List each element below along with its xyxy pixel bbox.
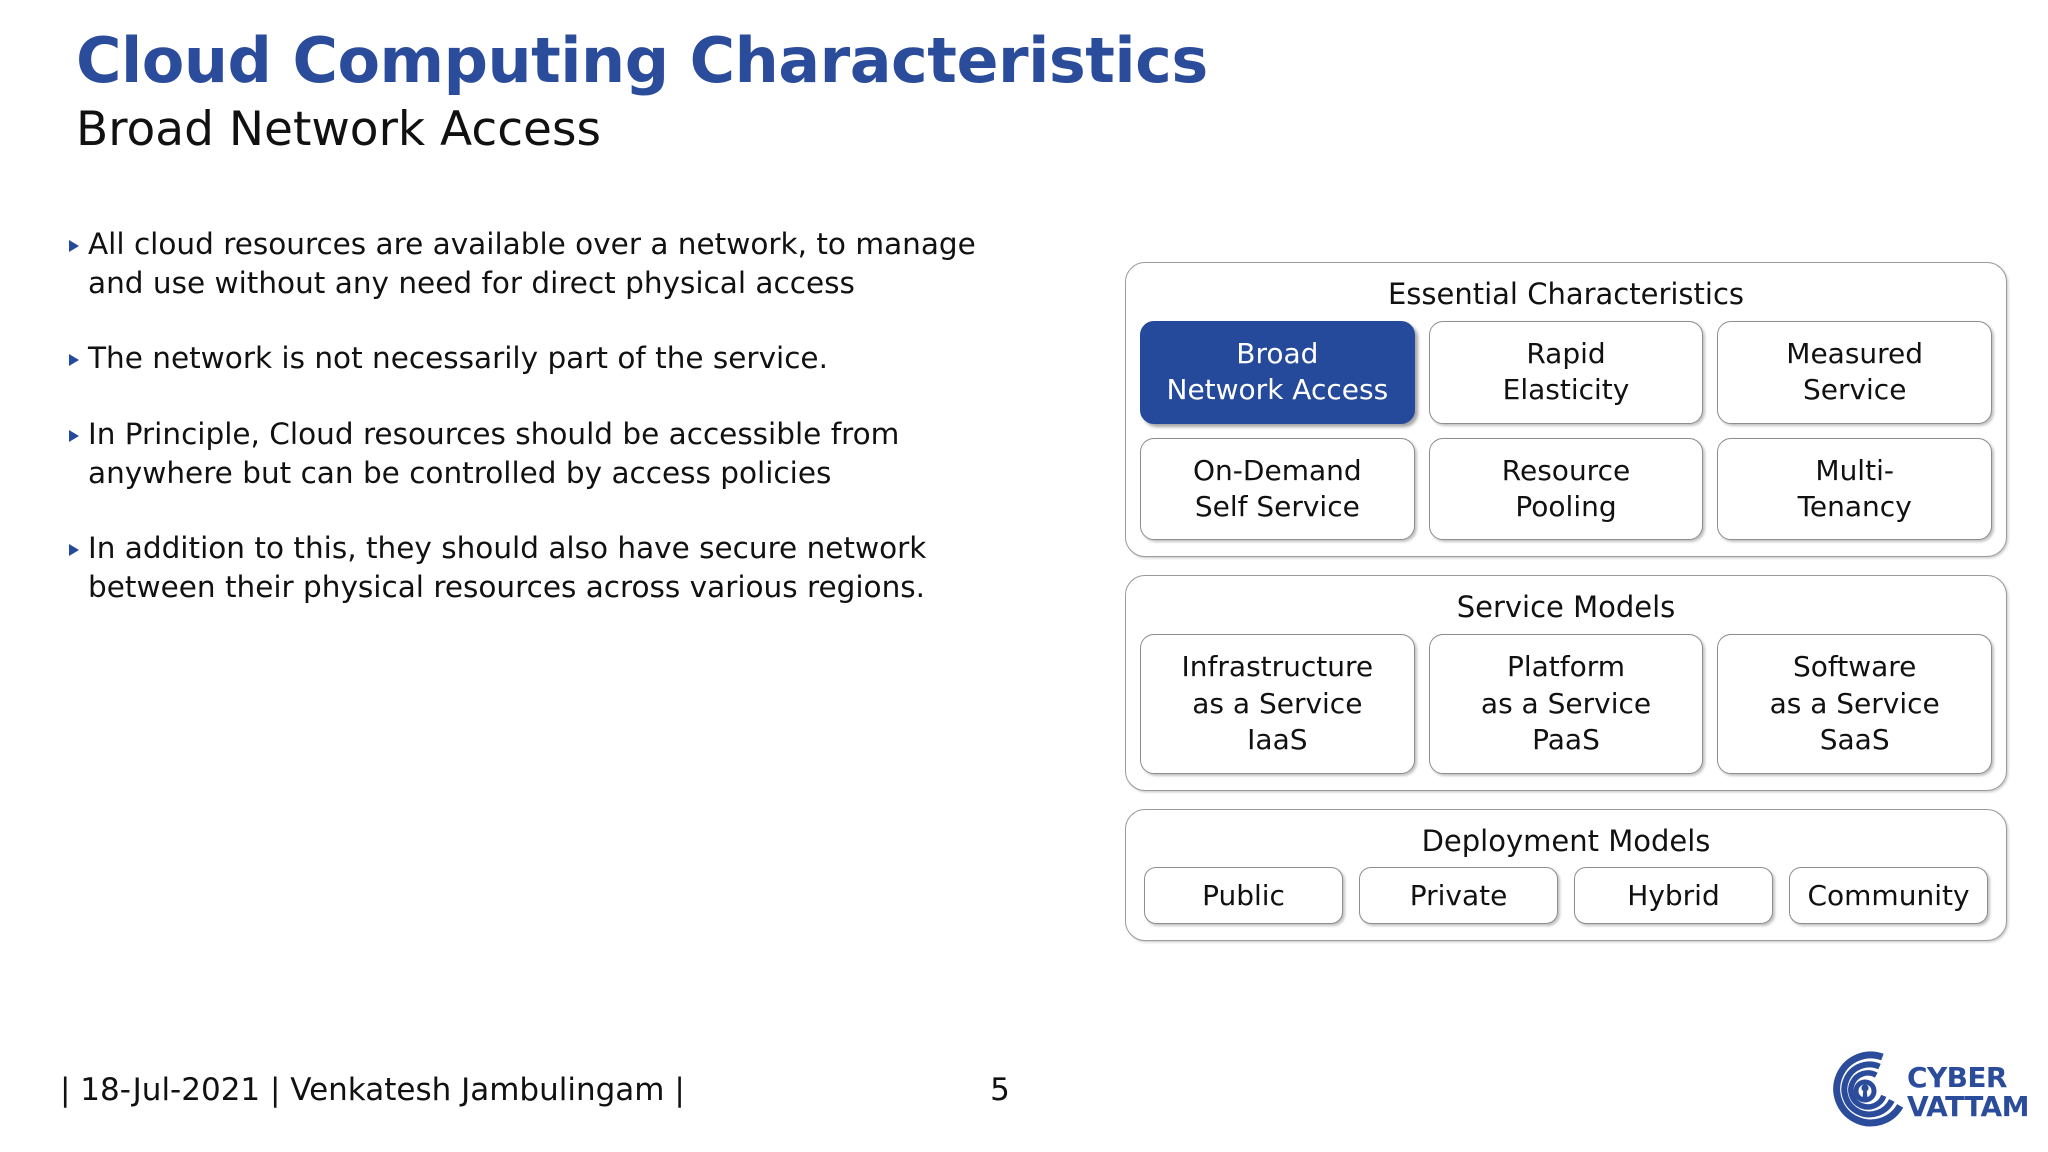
bullet-item: In Principle, Cloud resources should be … bbox=[66, 415, 1026, 493]
page-number: 5 bbox=[990, 1072, 1010, 1108]
node-line: PaaS bbox=[1532, 723, 1600, 757]
node-community[interactable]: Community bbox=[1789, 867, 1988, 925]
node-private[interactable]: Private bbox=[1359, 867, 1558, 925]
node-rapid-elasticity[interactable]: Rapid Elasticity bbox=[1428, 320, 1704, 424]
node-line: SaaS bbox=[1819, 723, 1890, 757]
brand-line-1: CYBER bbox=[1907, 1061, 2007, 1095]
triangle-bullet-icon bbox=[66, 542, 84, 558]
node-line: as a Service bbox=[1192, 686, 1363, 720]
cloud-model-diagram: Essential Characteristics Broad Network … bbox=[1125, 262, 2007, 959]
bullet-item: All cloud resources are available over a… bbox=[66, 225, 1026, 303]
triangle-bullet-icon bbox=[66, 352, 84, 368]
bullet-text: The network is not necessarily part of t… bbox=[88, 341, 828, 376]
node-line: On-Demand bbox=[1193, 453, 1362, 487]
panel-essential-characteristics: Essential Characteristics Broad Network … bbox=[1125, 262, 2007, 558]
triangle-bullet-icon bbox=[66, 428, 84, 444]
panel-row: Infrastructure as a Service IaaS Platfor… bbox=[1140, 634, 1993, 774]
node-line: Elasticity bbox=[1502, 373, 1630, 407]
node-line: IaaS bbox=[1247, 723, 1308, 757]
footer-credit: | 18-Jul-2021 | Venkatesh Jambulingam | bbox=[60, 1072, 685, 1108]
page-subtitle: Broad Network Access bbox=[76, 102, 601, 158]
node-multi-tenancy[interactable]: Multi- Tenancy bbox=[1717, 437, 1993, 541]
panel-row: Broad Network Access Rapid Elasticity Me… bbox=[1140, 320, 1993, 424]
node-line: Self Service bbox=[1194, 490, 1360, 524]
panel-title: Essential Characteristics bbox=[1387, 277, 1745, 311]
node-hybrid[interactable]: Hybrid bbox=[1574, 867, 1773, 925]
node-platform-as-a-service[interactable]: Platform as a Service PaaS bbox=[1428, 634, 1704, 774]
node-line: Platform bbox=[1506, 650, 1626, 684]
panel-row: On-Demand Self Service Resource Pooling … bbox=[1140, 437, 1993, 541]
panel-title: Service Models bbox=[1456, 590, 1676, 625]
brand-line-2: VATTAM bbox=[1907, 1090, 2029, 1123]
node-line: Infrastructure bbox=[1181, 650, 1374, 684]
node-line: as a Service bbox=[1480, 686, 1652, 720]
panel-row: Public Private Hybrid Community bbox=[1140, 867, 1992, 925]
node-line: as a Service bbox=[1769, 686, 1940, 720]
title-block: Cloud Computing Characteristics Broad Ne… bbox=[76, 26, 1376, 157]
node-broad-network-access[interactable]: Broad Network Access bbox=[1140, 320, 1415, 424]
brand-wordmark: CYBER VATTAM bbox=[1907, 1064, 2029, 1121]
node-line: Multi- bbox=[1815, 453, 1894, 487]
node-line: Broad bbox=[1236, 336, 1319, 370]
node-line: Resource bbox=[1501, 453, 1631, 487]
page-title: Cloud Computing Characteristics bbox=[76, 24, 1208, 97]
bullet-text: All cloud resources are available over a… bbox=[88, 227, 976, 301]
node-line: Network Access bbox=[1166, 373, 1389, 407]
bullet-text: In Principle, Cloud resources should be … bbox=[88, 416, 900, 490]
panel-title: Deployment Models bbox=[1421, 823, 1711, 858]
node-line: Tenancy bbox=[1797, 490, 1912, 524]
node-on-demand-self-service[interactable]: On-Demand Self Service bbox=[1140, 437, 1415, 541]
panel-service-models: Service Models Infrastructure as a Servi… bbox=[1125, 575, 2007, 791]
node-line: Measured bbox=[1786, 336, 1924, 370]
node-public[interactable]: Public bbox=[1144, 867, 1343, 925]
bullet-text: In addition to this, they should also ha… bbox=[88, 531, 927, 605]
brand-logo: CYBER VATTAM bbox=[1825, 1050, 2037, 1136]
node-infrastructure-as-a-service[interactable]: Infrastructure as a Service IaaS bbox=[1140, 634, 1415, 774]
node-resource-pooling[interactable]: Resource Pooling bbox=[1428, 437, 1704, 541]
node-measured-service[interactable]: Measured Service bbox=[1717, 320, 1993, 424]
triangle-bullet-icon bbox=[66, 238, 84, 254]
bullet-list: All cloud resources are available over a… bbox=[66, 225, 1026, 644]
cyber-vattam-logo-icon bbox=[1825, 1051, 1905, 1135]
panel-deployment-models: Deployment Models Public Private Hybrid … bbox=[1125, 808, 2007, 942]
bullet-item: The network is not necessarily part of t… bbox=[66, 339, 1026, 378]
node-software-as-a-service[interactable]: Software as a Service SaaS bbox=[1717, 634, 1993, 774]
node-line: Software bbox=[1792, 650, 1917, 684]
node-line: Pooling bbox=[1515, 490, 1617, 524]
node-line: Service bbox=[1802, 373, 1907, 407]
node-line: Rapid bbox=[1526, 336, 1606, 370]
bullet-item: In addition to this, they should also ha… bbox=[66, 529, 1026, 607]
